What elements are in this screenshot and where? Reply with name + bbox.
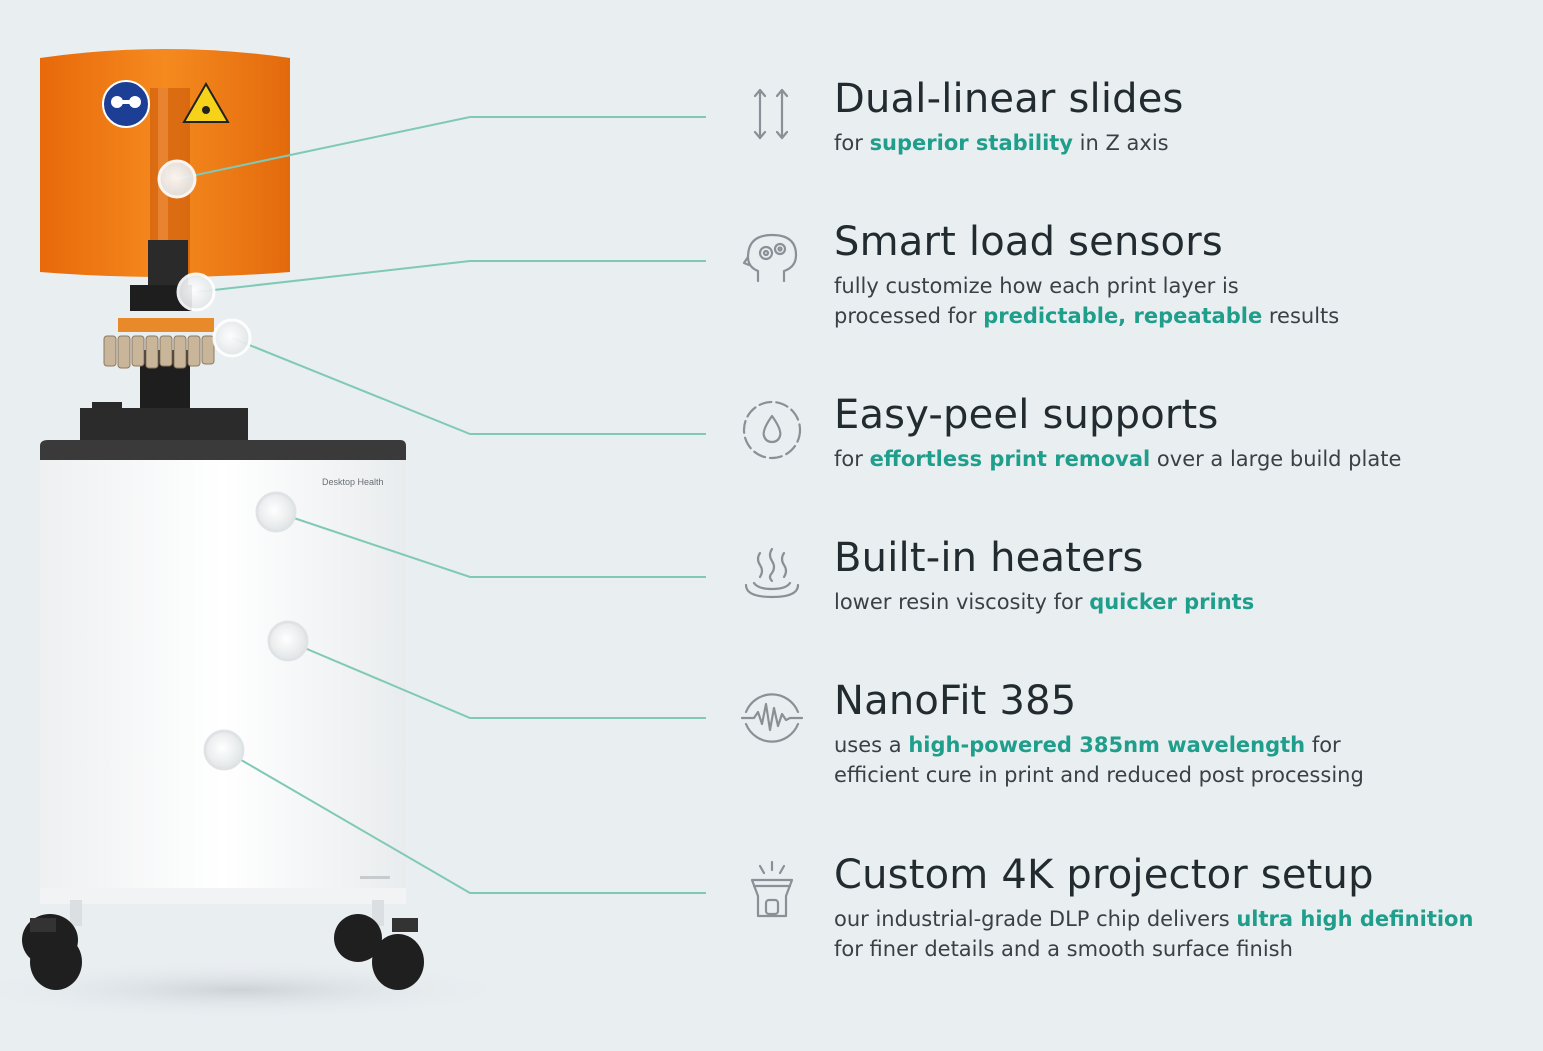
- callout-line: [223, 749, 706, 894]
- casters: [22, 900, 424, 990]
- callout-line: [275, 511, 706, 578]
- feature-desc-line: our industrial-grade DLP chip delivers u…: [834, 904, 1534, 934]
- feature-desc-line: fully customize how each print layer is: [834, 271, 1534, 301]
- highlight-text: quicker prints: [1089, 590, 1255, 614]
- droplet-icon: [740, 396, 804, 460]
- desc-text: our industrial-grade DLP chip delivers: [834, 907, 1237, 931]
- feature-title: Built-in heaters: [834, 535, 1144, 581]
- feature-desc-line: uses a high-powered 385nm wavelength for: [834, 730, 1534, 760]
- feature-desc: for superior stability in Z axis: [834, 128, 1534, 158]
- desc-text: for: [834, 131, 870, 155]
- desc-text: efficient cure in print and reduced post…: [834, 763, 1364, 787]
- callout-line: [231, 337, 706, 435]
- projector-icon: [740, 856, 804, 920]
- desc-text: results: [1262, 304, 1340, 328]
- feature-title: NanoFit 385: [834, 678, 1077, 724]
- desc-text: uses a: [834, 733, 909, 757]
- callout-line: [287, 640, 706, 719]
- up-down-arrows-icon: [740, 80, 804, 144]
- feature-desc: fully customize how each print layer is p…: [834, 271, 1534, 331]
- highlight-text: predictable, repeatable: [983, 304, 1263, 328]
- laser-warning-sign-icon: [182, 82, 230, 123]
- desc-text: processed for: [834, 304, 984, 328]
- feature-desc-line: lower resin viscosity for quicker prints: [834, 587, 1534, 617]
- desc-text: over a large build plate: [1150, 447, 1402, 471]
- desc-text: fully customize how each print layer is: [834, 274, 1239, 298]
- highlight-text: high-powered 385nm wavelength: [908, 733, 1306, 757]
- printer-cabinet: [40, 460, 406, 904]
- feature-desc: lower resin viscosity for quicker prints: [834, 587, 1534, 617]
- feature-title: Smart load sensors: [834, 219, 1223, 265]
- desc-text: for finer details and a smooth surface f…: [834, 937, 1293, 961]
- hotspot-dot: [267, 620, 309, 662]
- feature-desc: uses a high-powered 385nm wavelength for…: [834, 730, 1534, 790]
- feature-desc-line: for effortless print removal over a larg…: [834, 444, 1534, 474]
- hotspot-dot: [255, 491, 297, 533]
- goggles-sign-icon: [102, 80, 150, 128]
- desc-text: for: [834, 447, 870, 471]
- callout-lines: [176, 116, 706, 894]
- callout-line: [195, 260, 706, 293]
- highlight-text: ultra high definition: [1236, 907, 1474, 931]
- feature-desc-line: efficient cure in print and reduced post…: [834, 760, 1534, 790]
- printer-illustration: [0, 49, 706, 1020]
- hotspot-dot: [157, 159, 197, 199]
- feature-desc-line: for finer details and a smooth surface f…: [834, 934, 1534, 964]
- brand-label: Desktop Health: [322, 477, 384, 487]
- feature-title: Custom 4K projector setup: [834, 852, 1374, 898]
- highlight-text: superior stability: [869, 131, 1073, 155]
- feature-desc: our industrial-grade DLP chip delivers u…: [834, 904, 1534, 964]
- hotspot-dot: [176, 272, 216, 312]
- waveform-icon: [740, 682, 804, 746]
- desc-text: in Z axis: [1073, 131, 1169, 155]
- hotspot-dots: [157, 159, 309, 771]
- feature-desc: for effortless print removal over a larg…: [834, 444, 1534, 474]
- highlight-text: effortless print removal: [869, 447, 1151, 471]
- desc-text: lower resin viscosity for: [834, 590, 1090, 614]
- printed-parts: [103, 335, 215, 369]
- feature-title: Easy-peel supports: [834, 392, 1219, 438]
- hotspot-dot: [203, 729, 245, 771]
- head-gears-icon: [740, 223, 804, 287]
- feature-desc-line: processed for predictable, repeatable re…: [834, 301, 1534, 331]
- heat-waves-icon: [740, 539, 804, 603]
- feature-desc-line: for superior stability in Z axis: [834, 128, 1534, 158]
- callout-line: [176, 116, 706, 180]
- hotspot-dot: [212, 318, 252, 358]
- desc-text: for: [1305, 733, 1341, 757]
- feature-title: Dual-linear slides: [834, 76, 1184, 122]
- resin-vat: [40, 402, 406, 462]
